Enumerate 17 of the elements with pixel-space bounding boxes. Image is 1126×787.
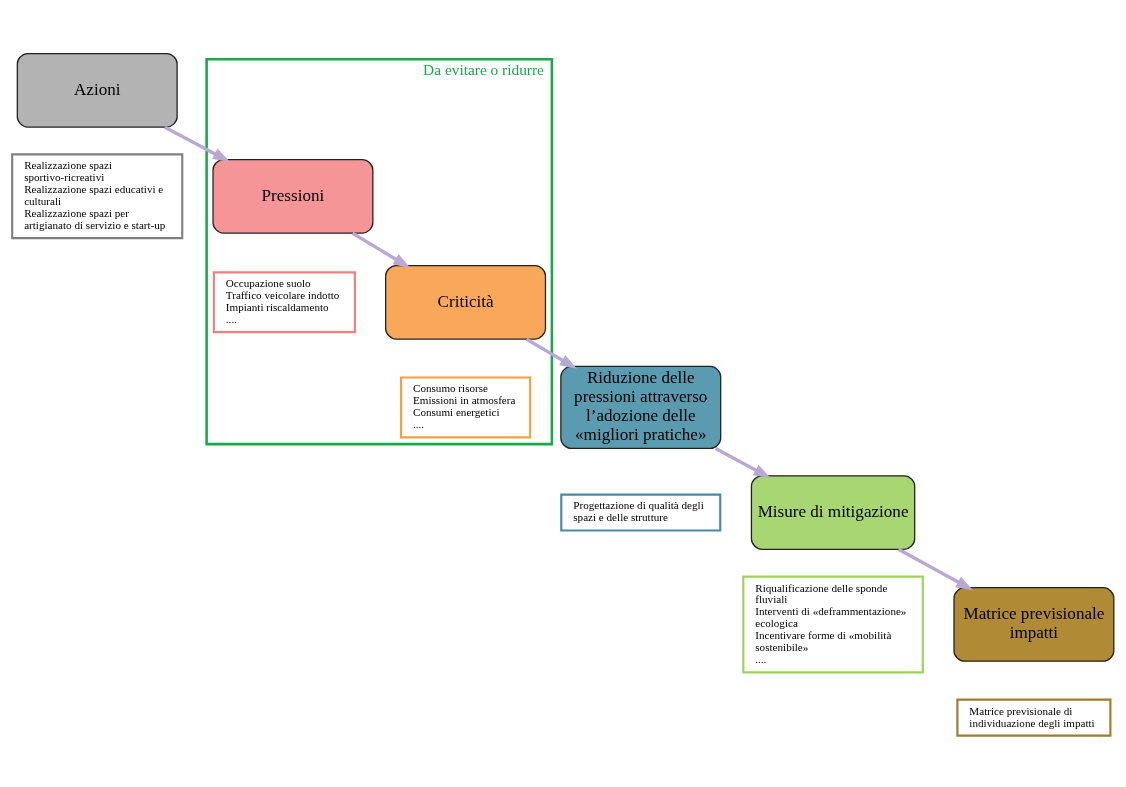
node-box: Pressioni — [212, 158, 374, 234]
arrow — [351, 231, 411, 268]
node-box: Matrice previsionale impatti — [953, 586, 1115, 662]
node-box: Consumo risorse Emissioni in atmosfera Consumi energetici .... — [400, 375, 532, 438]
node-box: Matrice previsionale di individuazione degli impatti — [956, 698, 1112, 737]
node-box: Progettazione di qualità degli spazi e delle strutture — [560, 493, 722, 532]
arrow — [525, 337, 577, 369]
node-box: Azioni — [16, 52, 178, 128]
node-box: Riduzione delle pressioni attraverso l’adozione delle «migliori pratiche» — [560, 365, 722, 449]
node-box: Riqualificazione delle sponde fluviali Interventi di «deframmentazione» ecologica Incentivare forme di «mobilità sostenibile» .... — [742, 575, 924, 673]
arrow — [714, 446, 771, 478]
node-box: Criticità — [385, 264, 547, 340]
arrow — [897, 547, 974, 590]
node-box: Misure di mitigazione — [750, 474, 916, 550]
arrow — [164, 125, 230, 162]
node-box: Realizzazione spazi sportivo-ricreativi Realizzazione spazi educativi e culturali Realizzazione spazi per artigianato di servizio e start-up — [11, 152, 184, 239]
node-box: Occupazione suolo Traffico veicolare indotto Impianti riscaldamento .... — [212, 270, 356, 333]
